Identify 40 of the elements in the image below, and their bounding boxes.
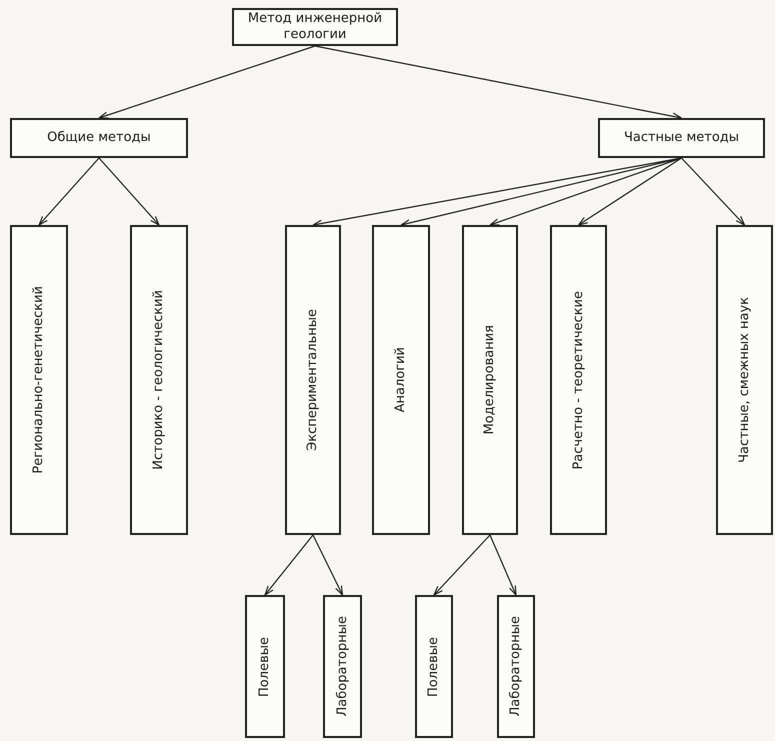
method-label: Экспериментальные [305,309,321,451]
method-box [285,225,341,535]
method-label: Общие методы [47,130,151,146]
method-label: Историко - геологический [151,290,167,470]
method-box [323,595,362,738]
arrow [264,534,314,596]
method-label: Регионально-генетический [31,286,47,474]
method-box [550,225,607,535]
method-box [415,595,453,738]
method-label: Моделирования [482,325,498,435]
method-box [462,225,518,535]
method-box [130,225,188,535]
method-box [598,118,765,158]
method-label: Частные методы [624,130,740,146]
method-label: Аналогий [393,347,409,413]
method-box [245,595,285,738]
arrow [312,534,344,596]
arrow [489,157,682,226]
method-label: Расчетно - теоретические [570,290,586,470]
method-label: Метод инженерной геологии [246,11,384,43]
arrow [400,157,682,227]
arrow [433,534,490,596]
method-box [10,118,188,158]
arrow [681,158,746,226]
method-box [716,225,773,535]
method-label: Лабораторные [508,616,524,717]
method-label: Лабораторные [334,616,350,717]
arrow [578,158,682,226]
arrow [98,158,160,226]
method-box [10,225,68,535]
method-box [372,225,430,535]
method-label: Полевые [257,636,273,696]
method-box [232,8,398,46]
method-label: Частные, смежных наук [736,297,752,463]
arrow [38,158,100,226]
method-box [497,595,535,738]
arrow [489,534,517,596]
method-label: Полевые [426,636,442,696]
arrow [98,45,316,119]
arrow [314,45,682,120]
